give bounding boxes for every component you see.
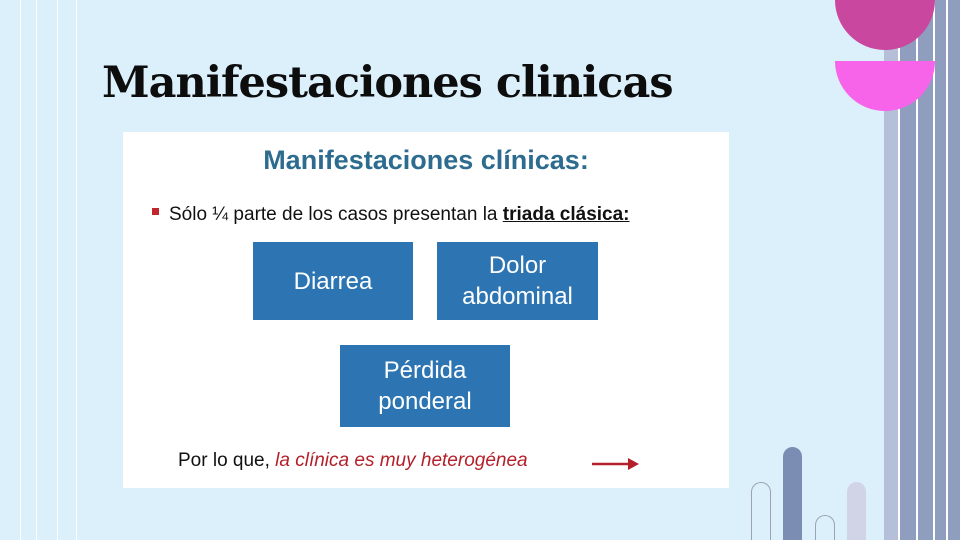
decor-line — [57, 0, 58, 540]
decor-band-line — [946, 0, 948, 540]
decor-band — [884, 0, 898, 540]
decor-pill — [847, 482, 866, 540]
card-heading: Manifestaciones clínicas: — [263, 145, 589, 175]
bullet-text: Sólo ¼ parte de los casos presentan la — [169, 204, 503, 225]
page-title: Manifestaciones clinicas — [102, 58, 674, 108]
box-line: Pérdida — [383, 357, 467, 384]
decor-band-line — [916, 0, 918, 540]
decor-pill — [783, 447, 802, 540]
decor-pill — [815, 515, 835, 540]
box-line: ponderal — [378, 388, 472, 415]
symptom-box-diarrea: Diarrea — [253, 242, 413, 320]
symptom-box-perdida: Pérdida ponderal — [340, 345, 510, 427]
box-line: Dolor — [488, 252, 547, 279]
content-card: Manifestaciones clínicas: Sólo ¼ parte d… — [123, 132, 729, 488]
decor-band-line — [898, 0, 900, 540]
footer-emphasis: la clínica es muy heterogénea — [275, 450, 528, 471]
box-line: Diarrea — [293, 267, 373, 295]
footer-text: Por lo que, la clínica es muy heterogéne… — [178, 450, 528, 472]
decor-line — [36, 0, 37, 540]
arrow-right-icon — [592, 458, 639, 470]
bullet-item: Sólo ¼ parte de los casos presentan la t… — [152, 204, 630, 226]
decor-band-line — [933, 0, 935, 540]
box-line: abdominal — [462, 283, 573, 310]
square-bullet-icon — [152, 208, 159, 216]
footer-plain: Por lo que, — [178, 450, 276, 471]
symptom-box-dolor: Dolor abdominal — [437, 242, 598, 320]
bullet-emphasis: triada clásica: — [502, 204, 630, 225]
decor-line — [20, 0, 21, 540]
decor-line — [76, 0, 77, 540]
decor-pill — [751, 482, 771, 540]
